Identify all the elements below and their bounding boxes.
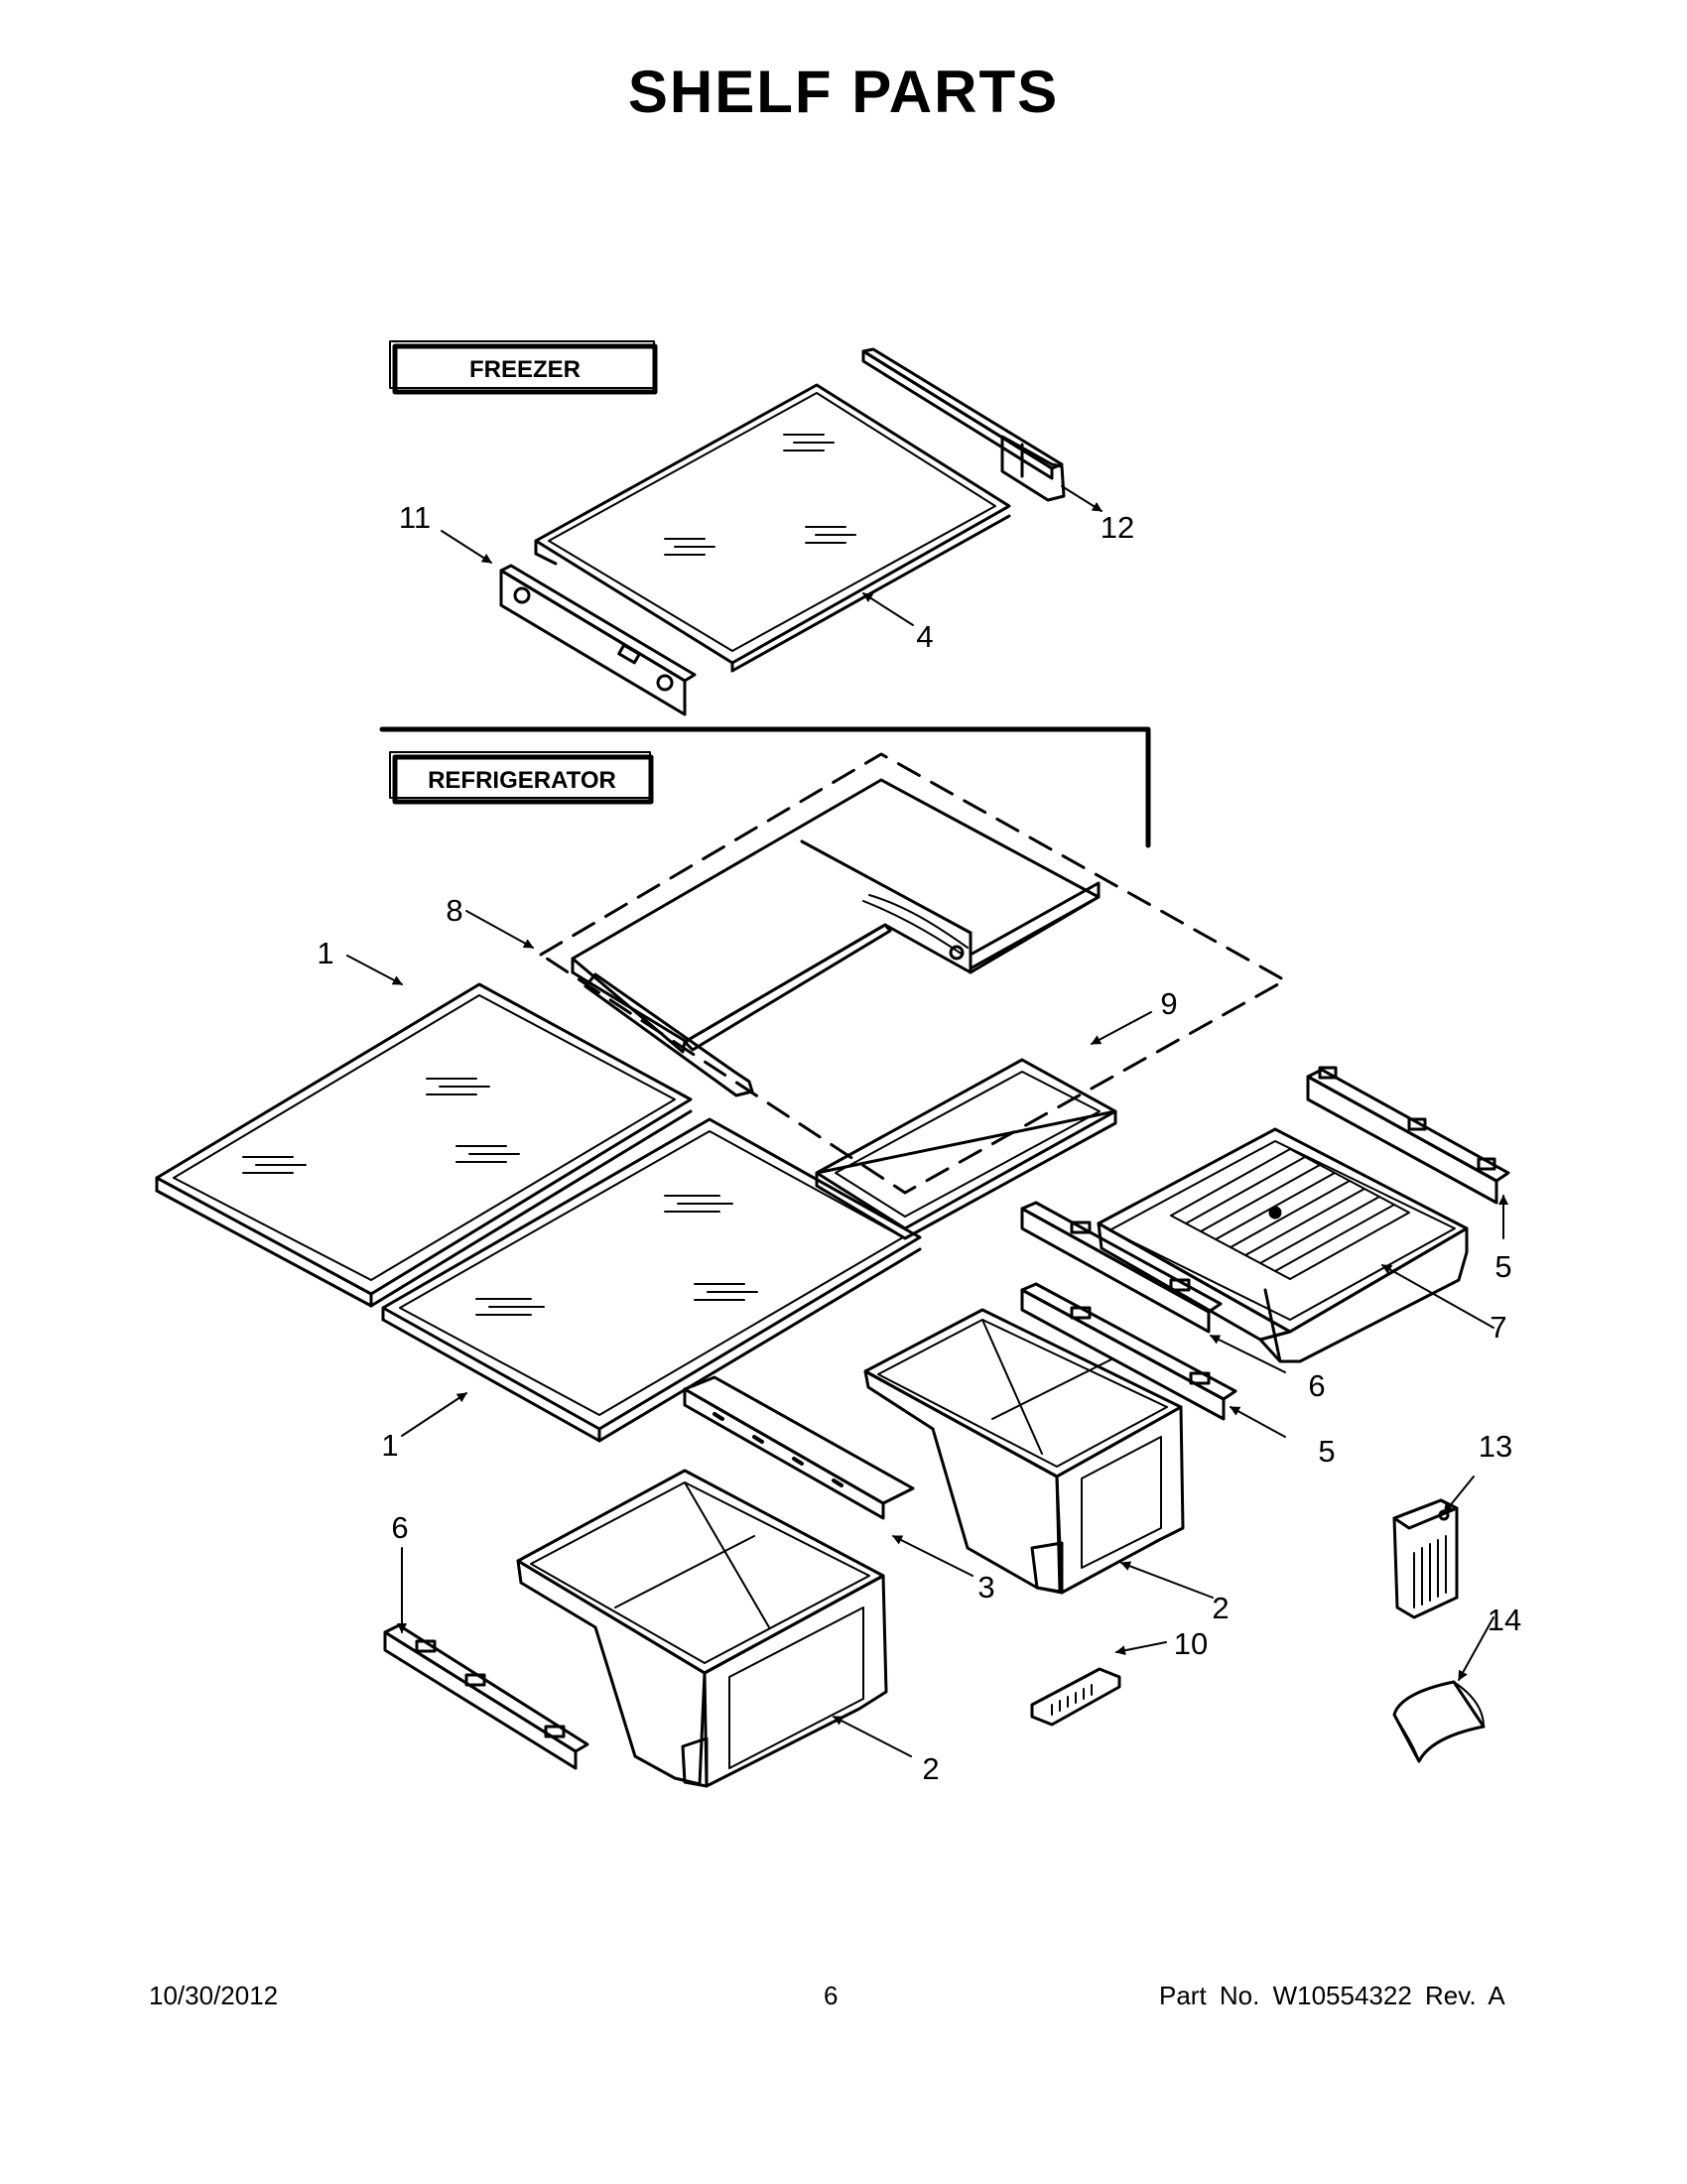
deli-drawer-slide-right	[1306, 1066, 1510, 1205]
callout-9: 9	[1160, 986, 1177, 1021]
callout-7: 7	[1490, 1310, 1506, 1345]
callout-14: 14	[1488, 1603, 1521, 1637]
callout-5-left: 5	[1318, 1434, 1335, 1469]
callout-numbers: 11 12 4 8 9 1 1 5 7 6 5 13 2 3 10 14 6 2	[317, 500, 1521, 1786]
callout-arrows	[346, 485, 1508, 1757]
callout-6-right: 6	[1308, 1368, 1325, 1403]
air-filter-cartridge	[1392, 1680, 1486, 1763]
footer-date: 10/30/2012	[149, 1981, 279, 2010]
air-filter-housing	[1392, 1498, 1459, 1619]
freezer-label-box: FREEZER	[389, 340, 658, 395]
callout-6-left: 6	[391, 1510, 408, 1545]
crisper-drawer-left	[516, 1469, 888, 1788]
crisper-drawer-right	[863, 1308, 1185, 1595]
shelf-assembly-dashed-outline	[539, 752, 1287, 1195]
callout-11: 11	[399, 500, 431, 535]
drawer-slide-lower-left	[383, 1623, 589, 1770]
refrigerator-glass-shelf-upper	[155, 982, 693, 1308]
refrigerator-shelf-assembly	[571, 778, 1101, 1097]
refrigerator-label: REFRIGERATOR	[428, 767, 616, 794]
callout-10: 10	[1174, 1626, 1208, 1661]
drawer-slide-left-5	[1020, 1282, 1237, 1421]
page-title: SHELF PARTS	[627, 59, 1060, 125]
callout-3: 3	[977, 1570, 994, 1605]
refrigerator-section-bracket	[379, 726, 1151, 848]
deli-drawer-slide-left-6	[1020, 1201, 1223, 1334]
crisper-divider-panel	[683, 1375, 915, 1520]
callout-2-left: 2	[922, 1751, 939, 1786]
refrigerator-glass-shelf-lower	[381, 1117, 922, 1443]
crisper-cover-frame	[815, 1058, 1117, 1240]
refrigerator-label-box: REFRIGERATOR	[389, 751, 654, 805]
freezer-shelf-rail-right	[861, 347, 1066, 502]
callout-1-lower: 1	[381, 1428, 398, 1463]
footer-part-number: Part No. W10554322 Rev. A	[1159, 1981, 1505, 2010]
freezer-label: FREEZER	[469, 356, 581, 383]
freezer-shelf-rail-left	[499, 564, 697, 716]
humidity-control-slider	[1030, 1667, 1121, 1727]
deli-drawer	[1097, 1127, 1469, 1363]
callout-1-upper: 1	[317, 936, 333, 970]
callout-12: 12	[1101, 510, 1134, 545]
callout-8: 8	[446, 893, 462, 928]
callout-13: 13	[1479, 1429, 1512, 1464]
callout-2-right: 2	[1212, 1591, 1229, 1625]
freezer-glass-shelf	[534, 383, 1011, 673]
callout-5-right: 5	[1494, 1249, 1511, 1284]
callout-4: 4	[916, 619, 933, 654]
footer-page-number: 6	[824, 1981, 839, 2010]
